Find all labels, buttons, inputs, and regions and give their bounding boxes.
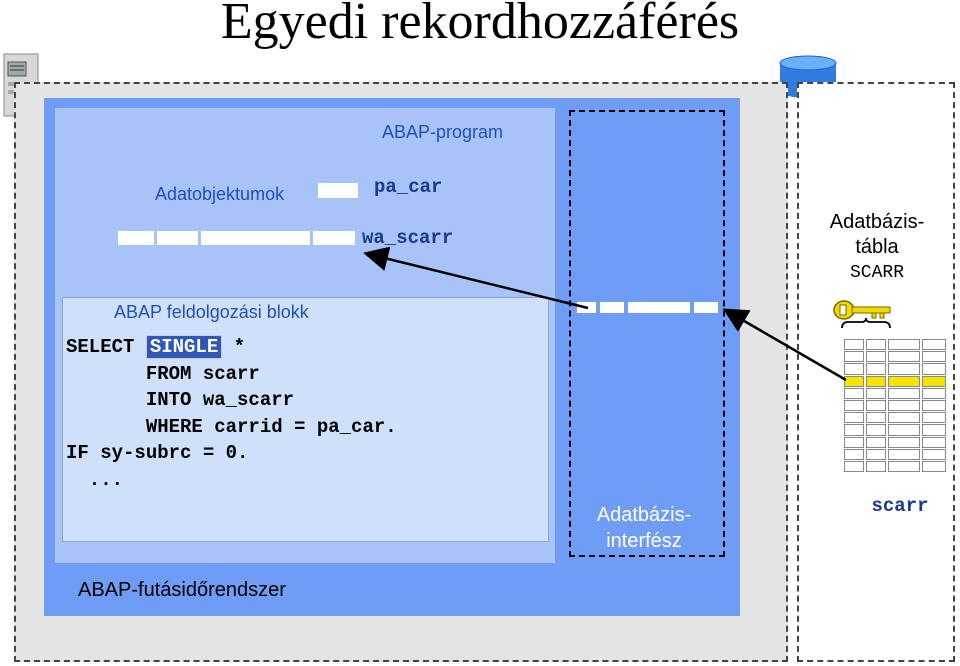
data-objects-label: Adatobjektumok	[155, 184, 285, 204]
code-ellipsis: ...	[66, 468, 124, 491]
table-cell	[922, 461, 946, 473]
scarr-table-caption: scarr	[871, 495, 929, 517]
table-cell	[888, 363, 920, 375]
code-where: WHERE carrid = pa_car.	[66, 415, 397, 438]
code-star: *	[222, 336, 246, 358]
table-cell	[866, 339, 886, 351]
table-cell	[888, 448, 920, 460]
table-cell	[888, 424, 920, 436]
table-cell	[866, 363, 886, 375]
table-cell	[888, 351, 920, 363]
table-cell	[844, 412, 864, 424]
table-cell	[888, 461, 920, 473]
table-cell	[866, 351, 886, 363]
database-table-name: SCARR	[849, 263, 904, 283]
table-cell	[888, 339, 920, 351]
table-cell	[844, 448, 864, 460]
table-cell	[844, 351, 864, 363]
processing-block	[62, 297, 549, 542]
code-if: IF sy-subrc = 0.	[66, 442, 249, 465]
table-cell	[888, 387, 920, 399]
table-cell	[866, 387, 886, 399]
database-interface-box	[569, 110, 725, 557]
pa-car-field	[318, 183, 358, 198]
table-cell	[844, 400, 864, 412]
table-cell	[866, 412, 886, 424]
database-interface-label: Adatbázis- interfész	[596, 504, 692, 552]
table-cell	[866, 436, 886, 448]
database-table-label: Adatbázis- tábla	[829, 211, 925, 258]
code-single-keyword: SINGLE	[145, 335, 223, 359]
key-icon	[833, 300, 891, 329]
table-cell	[844, 363, 864, 375]
code-from: FROM scarr	[66, 362, 260, 385]
selected-row-cell	[888, 375, 920, 387]
table-cell	[844, 387, 864, 399]
table-cell	[922, 387, 946, 399]
code-select: SELECT	[66, 336, 146, 358]
table-cell	[922, 351, 946, 363]
processing-block-label: ABAP feldolgozási blokk	[114, 302, 309, 322]
table-cell	[866, 424, 886, 436]
selected-row-cell	[922, 375, 946, 387]
code-into: INTO wa_scarr	[66, 389, 295, 412]
table-cell	[844, 424, 864, 436]
wa-scarr-label: wa_scarr	[362, 227, 454, 249]
page-title: Egyedi rekordhozzáférés	[220, 0, 740, 50]
runtime-label: ABAP-futásidőrendszer	[78, 579, 286, 601]
table-cell	[844, 436, 864, 448]
pa-car-label: pa_car	[374, 176, 443, 198]
selected-row-cell	[866, 375, 886, 387]
table-cell	[844, 339, 864, 351]
table-cell	[922, 448, 946, 460]
table-cell	[844, 461, 864, 473]
table-cell	[922, 412, 946, 424]
code-listing: SELECT SINGLE * FROM scarr INTO wa_scarr…	[66, 334, 397, 494]
abap-program-label: ABAP-program	[382, 122, 504, 142]
table-cell	[888, 436, 920, 448]
table-cell	[922, 424, 946, 436]
table-cell	[888, 400, 920, 412]
table-cell	[922, 400, 946, 412]
table-cell	[866, 461, 886, 473]
table-cell	[888, 412, 920, 424]
table-cell	[922, 436, 946, 448]
table-cell	[866, 448, 886, 460]
selected-row-cell	[844, 375, 864, 387]
table-cell	[922, 363, 946, 375]
table-cell	[922, 339, 946, 351]
table-cell	[866, 400, 886, 412]
